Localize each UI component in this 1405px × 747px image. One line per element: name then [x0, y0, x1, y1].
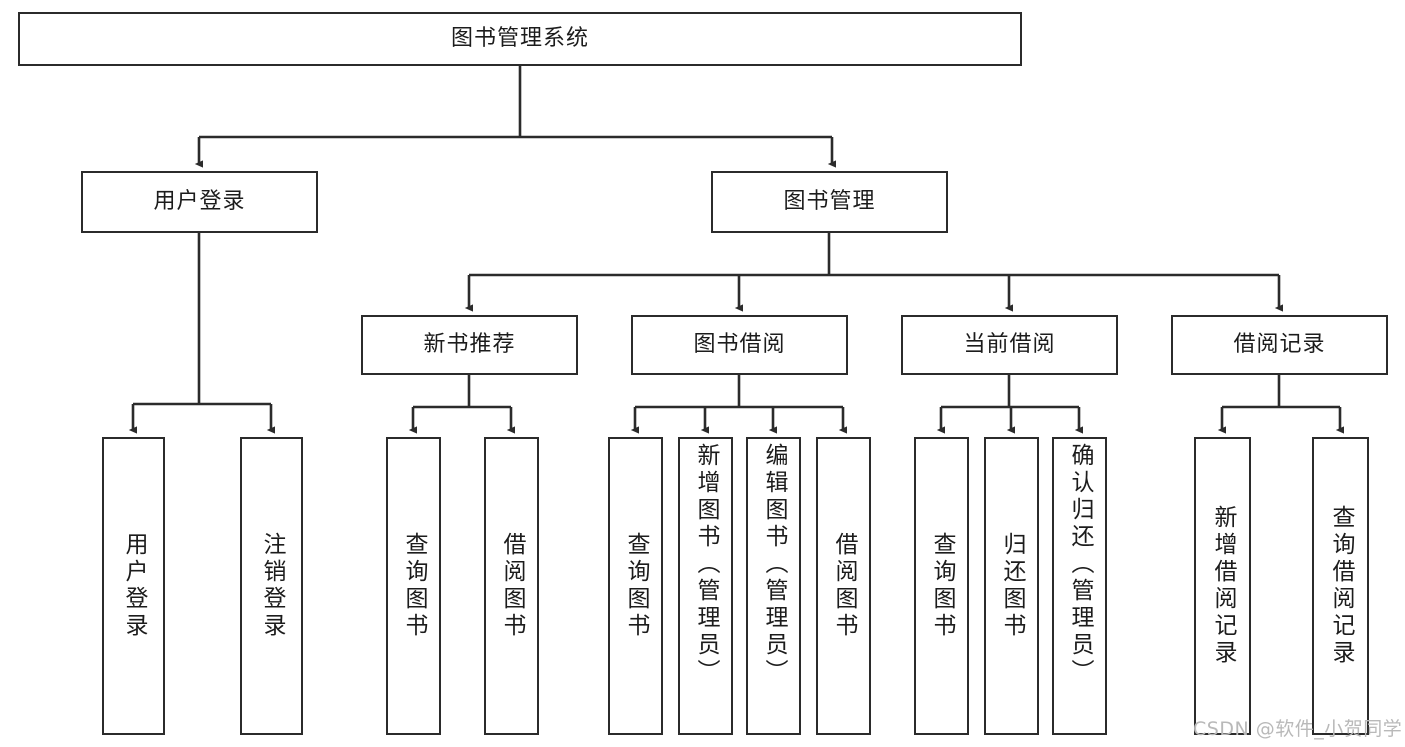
csdn-watermark: CSDN @软件_小贺同学: [1193, 718, 1403, 740]
node-leaf-borrow-book-rec-label: 借阅图书: [499, 532, 525, 640]
node-leaf-edit-book-label: 编辑图书（管理员）: [761, 443, 787, 686]
node-leaf-query-book-cur-label: 查询图书: [929, 532, 955, 640]
node-leaf-edit-book[interactable]: 编辑图书（管理员）: [746, 437, 801, 735]
node-leaf-user-login-label: 用户登录: [121, 532, 147, 640]
node-leaf-user-login[interactable]: 用户登录: [102, 437, 165, 735]
node-leaf-add-record[interactable]: 新增借阅记录: [1194, 437, 1251, 735]
node-leaf-return-book-label: 归还图书: [999, 532, 1025, 640]
node-leaf-add-book-label: 新增图书（管理员）: [693, 443, 719, 686]
node-leaf-borrow-book-rec[interactable]: 借阅图书: [484, 437, 539, 735]
node-leaf-query-record[interactable]: 查询借阅记录: [1312, 437, 1369, 735]
node-leaf-query-book-rec[interactable]: 查询图书: [386, 437, 441, 735]
node-current-borrow-label: 当前借阅: [963, 332, 1056, 358]
node-book-borrow[interactable]: 图书借阅: [631, 315, 848, 375]
node-leaf-query-book-borrow[interactable]: 查询图书: [608, 437, 663, 735]
node-root-label: 图书管理系统: [450, 26, 589, 52]
node-user-login[interactable]: 用户登录: [81, 171, 318, 233]
node-book-manage[interactable]: 图书管理: [711, 171, 948, 233]
node-borrow-record[interactable]: 借阅记录: [1171, 315, 1388, 375]
node-leaf-add-record-label: 新增借阅记录: [1210, 505, 1236, 667]
node-book-borrow-label: 图书借阅: [693, 332, 786, 358]
node-leaf-confirm-return-label: 确认归还（管理员）: [1067, 443, 1093, 686]
node-leaf-logout-login[interactable]: 注销登录: [240, 437, 303, 735]
node-leaf-borrow-book[interactable]: 借阅图书: [816, 437, 871, 735]
node-current-borrow[interactable]: 当前借阅: [901, 315, 1118, 375]
node-new-book-rec-label: 新书推荐: [423, 332, 516, 358]
node-leaf-query-book-cur[interactable]: 查询图书: [914, 437, 969, 735]
node-leaf-query-record-label: 查询借阅记录: [1328, 505, 1354, 667]
node-borrow-record-label: 借阅记录: [1233, 332, 1326, 358]
node-user-login-label: 用户登录: [153, 189, 246, 215]
node-leaf-query-book-rec-label: 查询图书: [401, 532, 427, 640]
node-book-manage-label: 图书管理: [783, 189, 876, 215]
node-leaf-confirm-return[interactable]: 确认归还（管理员）: [1052, 437, 1107, 735]
node-root[interactable]: 图书管理系统: [18, 12, 1022, 66]
node-new-book-rec[interactable]: 新书推荐: [361, 315, 578, 375]
node-leaf-borrow-book-label: 借阅图书: [831, 532, 857, 640]
node-leaf-query-book-borrow-label: 查询图书: [623, 532, 649, 640]
node-leaf-return-book[interactable]: 归还图书: [984, 437, 1039, 735]
node-leaf-logout-login-label: 注销登录: [259, 532, 285, 640]
node-leaf-add-book[interactable]: 新增图书（管理员）: [678, 437, 733, 735]
